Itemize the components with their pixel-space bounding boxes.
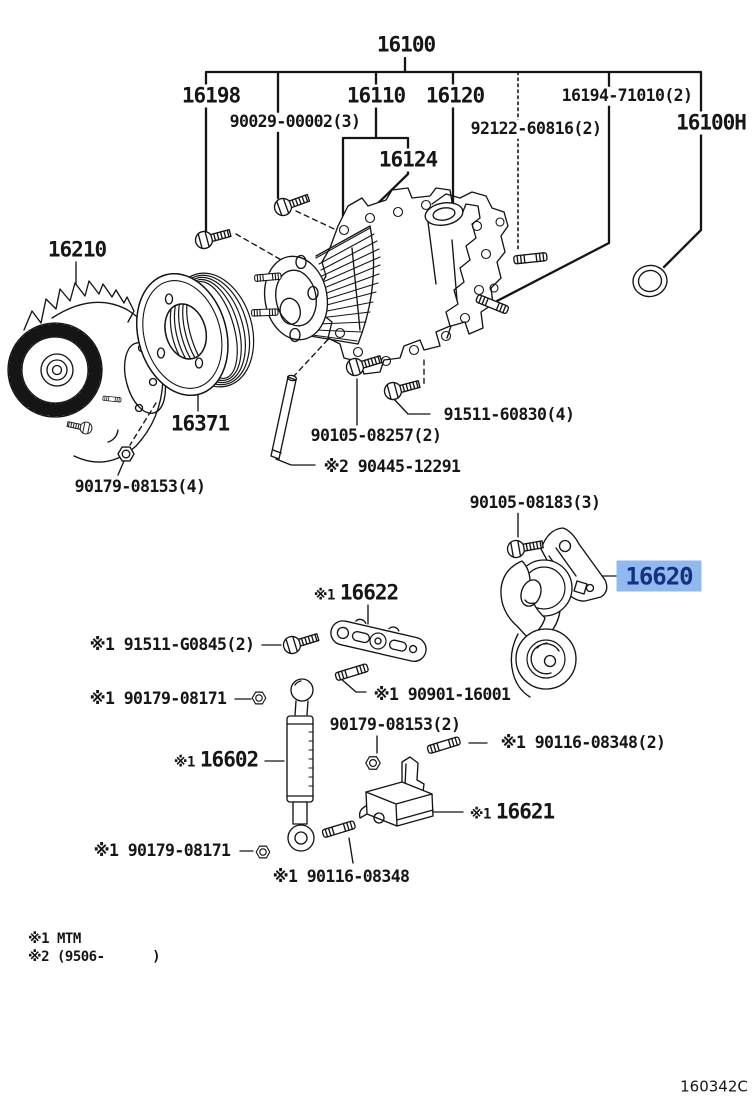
part-label-90179-08171-b[interactable]: ※1 90179-08171: [91, 840, 233, 861]
stud-bar-drawing: [270, 374, 298, 460]
part-label-92122-60816[interactable]: 92122-60816(2): [468, 118, 604, 139]
footnote-mark-1: ※1: [173, 754, 196, 771]
tree-lines: [204, 56, 703, 303]
part-label-90105-08183[interactable]: 90105-08183(3): [467, 492, 603, 513]
part-label-90179-08153-4[interactable]: 90179-08153(4): [72, 476, 208, 497]
footnote-mark-1: ※1: [313, 587, 336, 604]
tensioner-drawing: [500, 527, 608, 698]
part-label-90116-08348-2[interactable]: ※1 90116-08348(2): [498, 732, 668, 753]
figure-code: 160342C: [678, 1077, 750, 1096]
footnote-mtm: ※1 MTM: [28, 931, 81, 947]
leader-lines: [75, 258, 617, 864]
plate-16622-drawing: [330, 618, 427, 662]
part-label-16120[interactable]: 16120: [423, 83, 487, 108]
part-code-16621: 16621: [495, 799, 555, 824]
part-label-16194-71010[interactable]: 16194-71010(2): [559, 85, 695, 106]
part-label-16100h[interactable]: 16100H: [674, 110, 748, 135]
part-label-90105-08257[interactable]: 90105-08257(2): [308, 425, 444, 446]
part-label-16198[interactable]: 16198: [179, 83, 243, 108]
part-label-90901-16001[interactable]: ※1 90901-16001: [371, 684, 513, 705]
part-code-16622: 16622: [339, 580, 399, 605]
footnote-mark-1: ※1: [469, 806, 492, 823]
part-label-91511-g0845[interactable]: ※1 91511-G0845(2): [87, 634, 257, 655]
footnote-date-range: ※2 (9506- ): [28, 949, 161, 965]
part-label-90445-12291[interactable]: ※2 90445-12291: [321, 456, 463, 477]
part-label-90116-08348[interactable]: ※1 90116-08348: [270, 866, 412, 887]
damper-16602-drawing: [286, 678, 315, 852]
part-label-91511-60830[interactable]: 91511-60830(4): [441, 404, 577, 425]
fan-clutch-drawing: [7, 280, 167, 463]
part-label-16124[interactable]: 16124: [376, 147, 440, 172]
impeller-cone: [311, 227, 381, 342]
part-code-16602: 16602: [199, 747, 259, 772]
part-label-90179-08171-a[interactable]: ※1 90179-08171: [87, 688, 229, 709]
part-label-90029-00002[interactable]: 90029-00002(3): [227, 111, 363, 132]
water-pump-drawing: [250, 187, 509, 375]
part-label-16620-highlighted[interactable]: 16620: [616, 560, 702, 592]
part-label-90179-08153-2[interactable]: 90179-08153(2): [327, 714, 463, 735]
part-label-16371[interactable]: 16371: [168, 411, 232, 436]
part-label-16100[interactable]: 16100: [374, 32, 438, 57]
part-label-16210[interactable]: 16210: [45, 237, 109, 262]
o-ring-drawing: [632, 264, 668, 298]
part-label-16110[interactable]: 16110: [344, 83, 408, 108]
bracket-16621-drawing: [358, 756, 434, 827]
pulley-drawing: [136, 272, 255, 397]
